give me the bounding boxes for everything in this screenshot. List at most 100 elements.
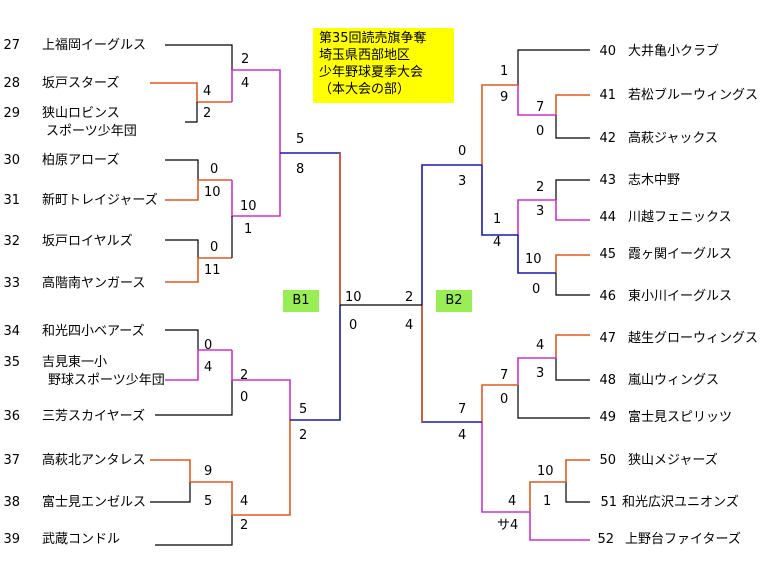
score: サ4 [497,518,519,533]
team-name: 大井亀小クラブ [628,44,720,59]
team-number: 32 [3,234,20,249]
title-line: 第35回読売旗争奪 [319,31,427,46]
bracket-line [481,165,518,236]
bracket-line [517,49,590,85]
team-name: 和光広沢ユニオンズ [622,495,739,510]
score: 10 [537,464,554,479]
team-name: 若松ブルーウィングス [628,88,759,103]
team-name: 嵐山ウィングス [628,373,720,388]
score: 0 [210,240,219,255]
team-number: 41 [599,88,616,103]
team-number: 37 [3,453,20,468]
bracket-line [517,235,556,274]
score: 1 [543,494,552,509]
score: 0 [210,162,219,177]
bracket-line [421,164,482,305]
bracket-line [565,482,590,503]
score: 2 [203,106,212,121]
score: 9 [500,90,509,105]
team-number: 52 [597,532,614,547]
team-name-line2: スポーツ少年団 [46,124,137,139]
team-name: 狭山メジャーズ [628,453,718,468]
block-label-b1: B1 [283,290,319,312]
score: 10 [204,185,221,200]
score: 4 [240,494,249,509]
team-name: 越生グローウィングス [628,331,759,346]
bracket-line [232,420,291,516]
score: 1 [493,212,502,227]
bracket-line [190,481,233,515]
score: 10 [240,199,257,214]
bracket-line [231,153,281,217]
team-name: 上福岡イーグルス [42,38,147,53]
team-name: 東小川イーグルス [628,289,733,304]
score: 4 [536,338,545,353]
bracket-line [555,200,590,221]
bracket-line [165,257,232,283]
bracket-line [481,422,530,513]
bracket-line [529,512,590,541]
score: 0 [204,338,213,353]
team-number: 51 [600,495,617,510]
bracket-line [150,459,191,482]
team-name: 坂戸ロイヤルズ [42,234,133,249]
bracket-line [555,94,590,115]
title-line: 少年野球夏季大会 [319,65,424,80]
score: 3 [536,204,545,219]
bracket-line [231,350,291,420]
bracket-line [529,481,566,512]
bracket-line [150,82,232,103]
bracket-line [565,459,590,482]
score: 0 [458,144,467,159]
team-name: 富士見スピリッツ [628,410,733,425]
score: 2 [240,368,249,383]
bracket-line [555,179,590,200]
score: 10 [345,290,362,305]
team-number: 39 [3,532,20,547]
tournament-title: 第35回読売旗争奪 埼玉県西部地区 少年野球夏季大会 （本大会の部） [313,28,454,103]
score: 4 [405,318,414,333]
bracket-line [555,358,590,381]
score: 10 [525,252,542,267]
bracket-line [232,69,281,153]
team-number: 47 [599,331,616,346]
team-number: 30 [3,153,20,168]
score: 5 [299,402,308,417]
score: 4 [493,235,502,250]
team-name: 川越フェニックス [628,210,732,225]
bracket-line [165,349,232,381]
score: 3 [458,174,467,189]
team-number: 40 [599,44,616,59]
bracket-line [155,515,233,546]
team-name: 武蔵コンドル [42,532,121,547]
team-name: 柏原アローズ [42,153,120,168]
bracket-line [150,482,191,503]
team-name: 志木中野 [628,173,681,188]
score: 8 [296,162,305,177]
team-name: 富士見エンゼルス [42,495,147,510]
team-name: 吉見東一小 [42,355,108,370]
team-name: 狭山ロビンス [42,106,120,121]
team-name: 和光四小ベアーズ [42,324,145,339]
team-number: 44 [599,210,616,225]
bracket-line [165,44,233,70]
bracket-line [555,334,590,358]
score: 2 [536,180,545,195]
score: 0 [349,318,358,333]
score: 1 [244,222,253,237]
bracket-line [155,380,233,416]
team-number: 50 [599,453,616,468]
bracket-line [421,305,482,423]
team-name: 新町トレイジャーズ [42,193,158,208]
score: 9 [204,464,213,479]
score: 5 [204,494,213,509]
bracket-line [165,329,199,350]
score: 4 [508,494,517,509]
team-name-line2: 野球スポーツ少年団 [48,373,165,388]
bracket-line [280,152,341,305]
bracket-line [555,254,590,273]
team-name: 高階南ヤンガース [42,276,146,291]
team-number: 48 [599,373,616,388]
team-number: 33 [3,276,20,291]
